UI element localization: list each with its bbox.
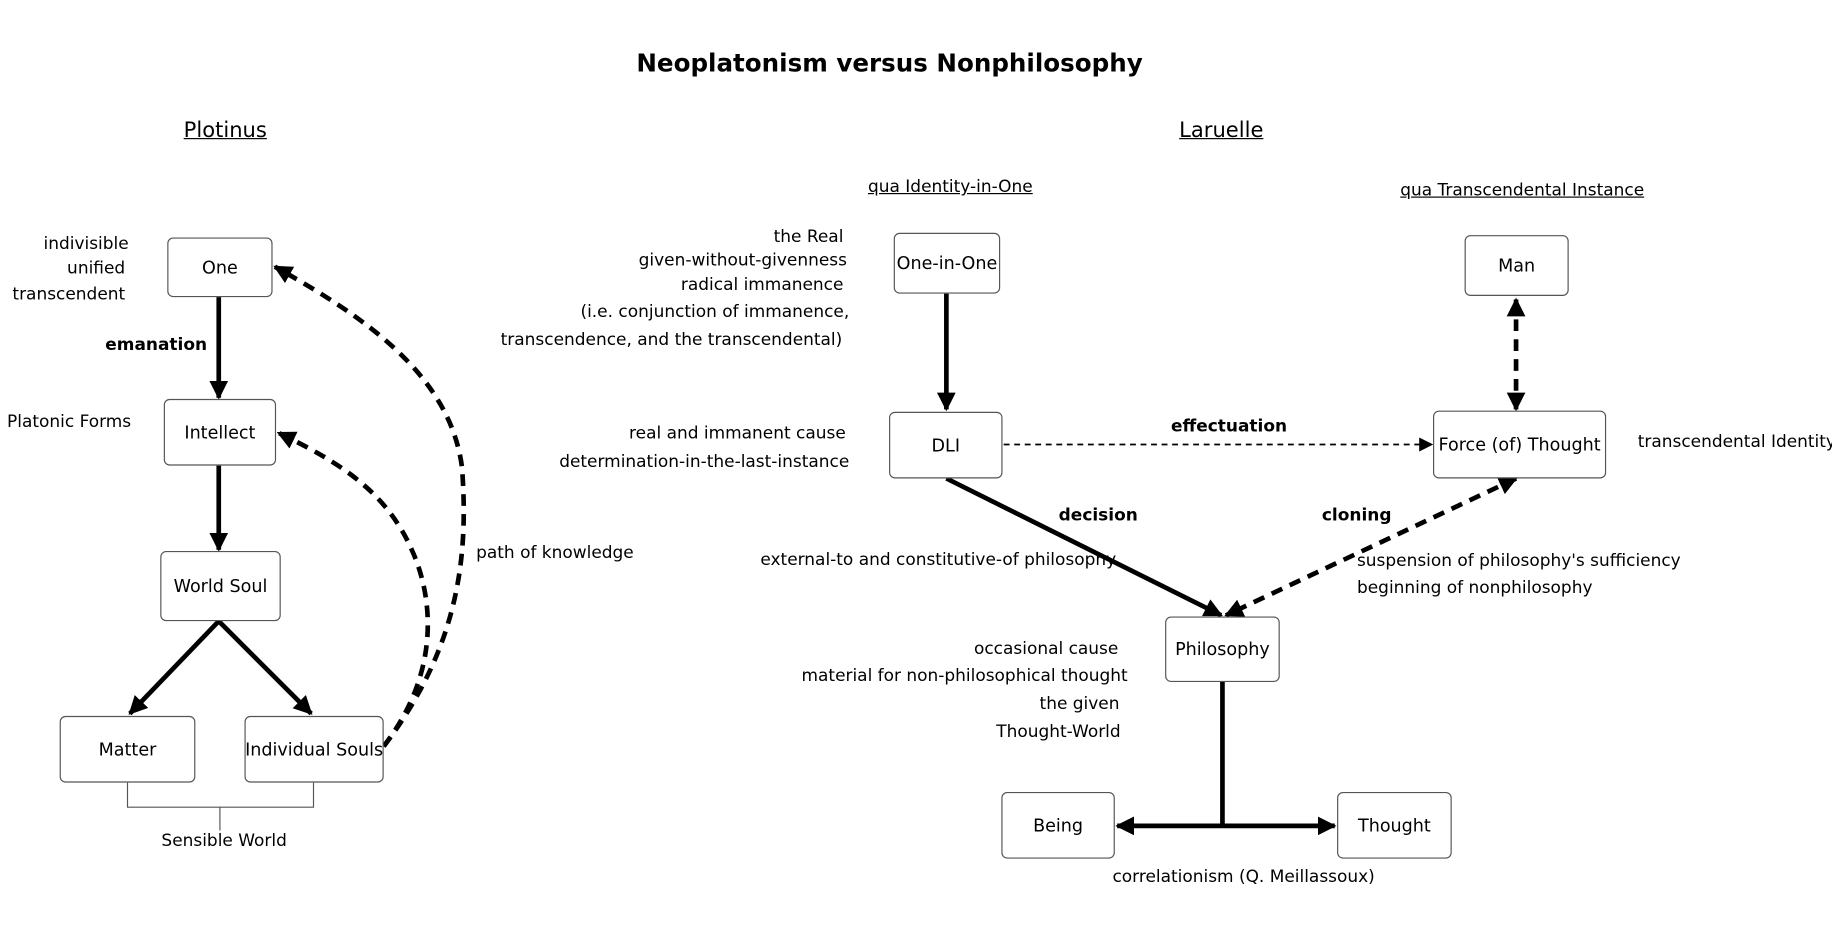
suspension-line-1: suspension of philosophy's sufficiency (1356, 552, 1681, 571)
path-souls-to-one (273, 264, 467, 748)
path-of-knowledge-label: path of knowledge (476, 543, 634, 563)
real-desc-line-1: the Real (773, 228, 844, 247)
real-desc-line-4: (i.e. conjunction of immanence, (580, 302, 850, 322)
arrow-world-soul-to-individual-souls (217, 619, 313, 716)
cloning-label: cloning (1321, 506, 1392, 526)
node-being: Being (1001, 791, 1115, 859)
node-thought: Thought (1337, 791, 1452, 859)
node-matter: Matter (59, 715, 196, 783)
node-individual-souls: Individual Souls (244, 715, 384, 783)
real-desc-line-5: transcendence, and the transcendental) (500, 331, 843, 350)
laruelle-heading: Laruelle (1179, 118, 1264, 143)
emanation-label: emanation (105, 335, 208, 355)
dli-desc-line-1: real and immanent cause (629, 424, 846, 444)
node-intellect: Intellect (163, 398, 277, 466)
philosophy-desc-line-2: material for non-philosophical thought (801, 666, 1128, 686)
qua-transcendental-heading: qua Transcendental Instance (1400, 181, 1645, 201)
node-one: One (167, 237, 273, 298)
transcendental-identity-label: transcendental Identity (1637, 432, 1832, 452)
external-to-label: external-to and constitutive-of philosop… (760, 550, 1117, 570)
node-dli: DLI (889, 411, 1003, 479)
node-philosophy: Philosophy (1165, 616, 1280, 682)
philosophy-desc-line-1: occasional cause (973, 639, 1119, 659)
node-man: Man (1464, 235, 1569, 296)
sensible-world-label: Sensible World (161, 831, 287, 851)
node-force-of-thought: Force (of) Thought (1433, 410, 1607, 479)
real-desc-line-2: given-without-givenness (638, 251, 847, 271)
suspension-line-2: beginning of nonphilosophy (1356, 579, 1593, 598)
node-one-in-one: One-in-One (893, 232, 1001, 294)
philosophy-desc-line-4: Thought-World (996, 722, 1121, 742)
philosophy-desc-line-3: the given (1039, 694, 1120, 714)
node-world-soul: World Soul (160, 550, 281, 622)
platonic-forms-label: Platonic Forms (7, 412, 132, 432)
arrow-cloning (1224, 476, 1518, 618)
one-attr-transcendent: transcendent (12, 285, 126, 305)
one-attr-indivisible: indivisible (43, 235, 129, 254)
one-attr-unified: unified (67, 259, 126, 279)
diagram-title: Neoplatonism versus Nonphilosophy (636, 49, 1143, 78)
arrow-world-soul-to-matter (128, 619, 221, 716)
arrow-decision (945, 476, 1223, 618)
effectuation-label: effectuation (1170, 417, 1288, 437)
qua-identity-heading: qua Identity-in-One (867, 177, 1033, 197)
real-desc-line-3: radical immanence (680, 276, 844, 295)
path-souls-to-intellect (276, 430, 431, 748)
correlationism-label: correlationism (Q. Meillassoux) (1112, 867, 1375, 887)
decision-label: decision (1058, 506, 1138, 526)
plotinus-heading: Plotinus (183, 118, 267, 143)
sensible-world-bracket (126, 782, 315, 831)
dli-desc-line-2: determination-in-the-last-instance (559, 452, 850, 472)
